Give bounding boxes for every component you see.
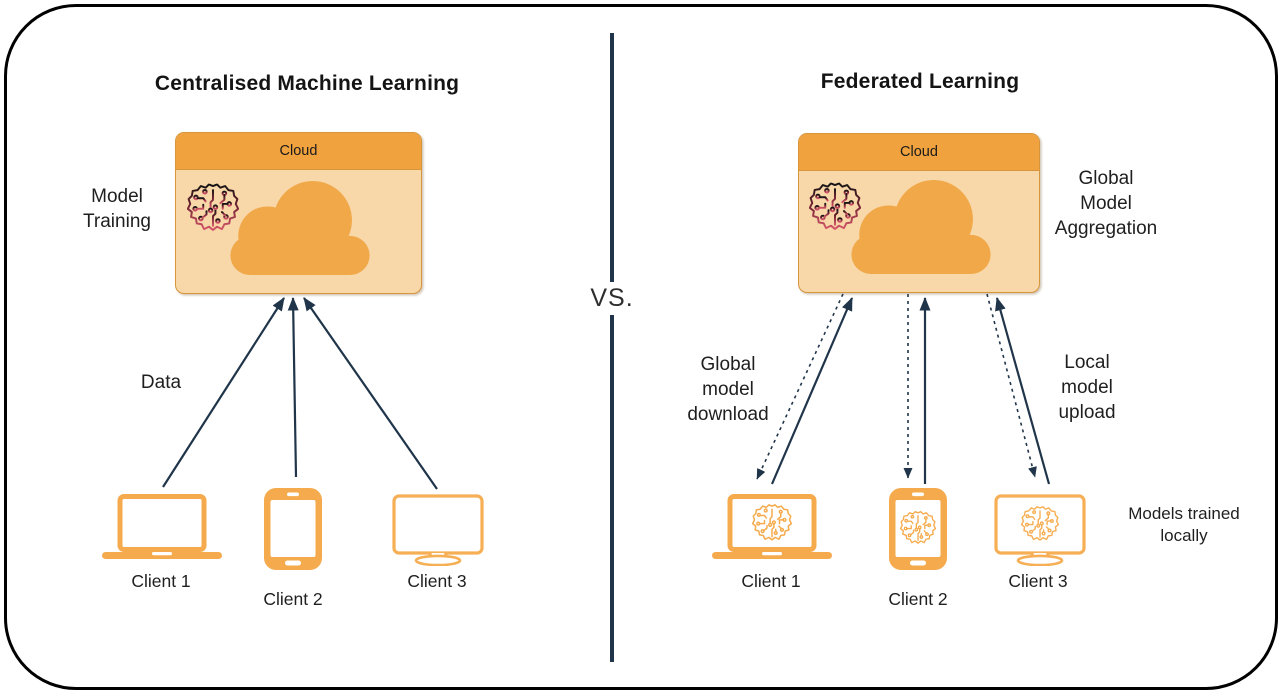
left-cloud-box-header: Cloud — [176, 133, 421, 170]
global-model-aggregation-label: Global Model Aggregation — [1054, 168, 1158, 240]
vs-label: VS. — [586, 282, 638, 315]
cloud-icon — [226, 179, 374, 277]
outer-frame — [4, 4, 1278, 690]
right-client3-label: Client 3 — [1008, 571, 1068, 591]
right-cloud-box: Cloud — [798, 133, 1040, 293]
left-client1-label: Client 1 — [131, 571, 191, 591]
left-cloud-box-label: Cloud — [279, 143, 318, 159]
right-client1-laptop-icon — [711, 494, 833, 560]
right-panel-title: Federated Learning — [820, 70, 1020, 93]
model-training-label: Model Training — [83, 186, 151, 233]
cloud-icon — [847, 178, 995, 276]
divider-line — [610, 33, 614, 662]
brain-circuit-icon — [187, 183, 239, 233]
left-cloud-box: Cloud — [175, 132, 422, 294]
left-client3-label: Client 3 — [407, 571, 467, 591]
left-client3-monitor-icon — [392, 494, 484, 566]
right-cloud-box-header: Cloud — [799, 134, 1039, 171]
right-client1-label: Client 1 — [741, 571, 801, 591]
left-client2-smartphone-icon — [263, 487, 323, 571]
left-data-arrow-2 — [287, 297, 299, 478]
local-model-upload-label: Local model upload — [1058, 352, 1116, 424]
data-label: Data — [140, 372, 182, 393]
right-cloud-box-label: Cloud — [900, 144, 938, 160]
left-client2-label: Client 2 — [263, 589, 323, 609]
right-client2-smartphone-icon — [888, 487, 948, 571]
brain-circuit-icon — [809, 182, 861, 232]
right-client2-label: Client 2 — [888, 589, 948, 609]
right-client3-monitor-icon — [994, 494, 1086, 566]
models-trained-locally-label: Models trained locally — [1128, 504, 1240, 546]
right-upload-arrow-1 — [770, 297, 854, 485]
left-client1-laptop-icon — [101, 494, 223, 560]
global-model-download-label: Global model download — [687, 354, 769, 426]
left-panel-title: Centralised Machine Learning — [154, 72, 460, 95]
left-data-arrow-3 — [303, 297, 438, 490]
right-download-arrow-3 — [986, 293, 1037, 478]
